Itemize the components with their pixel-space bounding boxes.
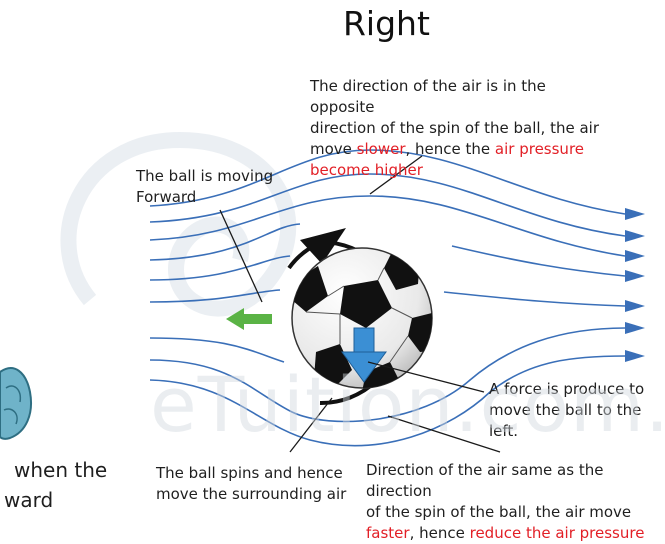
watermark-text: eTuition.com.my [150,360,665,449]
streamline-arrowhead-7 [625,350,645,362]
diagram-canvas [0,131,645,453]
streamline-7 [149,337,285,363]
spin-arrowhead [300,228,346,264]
streamline-5 [149,255,291,281]
air-streamlines [149,149,645,447]
left-caption-line-1: when the [14,458,108,482]
ball-spin-line-2: move the surrounding air [156,485,347,503]
streamline-1 [149,149,626,215]
streamline-arrowhead-4 [625,270,645,282]
upper-air-note-text: , hence the [405,140,495,158]
ball-spin-line-1: The ball spins and hence [156,464,343,482]
lower-air-note: Direction of the air same as the directi… [366,460,665,544]
lower-air-note-text: , hence [409,524,470,542]
streamline-4 [149,223,301,261]
motion-arrow-left [226,308,272,330]
streamline-3 [149,195,626,257]
ball-moving-note: The ball is moving Forward [136,166,276,208]
diagram-title: Right [343,4,430,43]
left-caption-fragment: when the ward [4,455,144,515]
streamline-2 [149,173,626,237]
streamline-9 [149,355,626,447]
ball-spin-note: The ball spins and hence move the surrou… [156,463,356,505]
upper-air-note-text: move [310,140,357,158]
streamline-arrowhead-1 [625,208,645,220]
force-note-line-2: move the ball to the left. [489,401,642,440]
force-arrow-down [341,327,387,383]
ball-moving-line-2: Forward [136,188,197,206]
become-higher-highlight: become higher [310,161,423,179]
soccer-ball [291,247,433,389]
reduce-pressure-highlight: reduce the air pressure [469,524,645,542]
upper-air-note-line-2: direction of the spin of the ball, the a… [310,119,599,137]
force-note-line-1: A force is produce to [489,380,645,398]
lower-air-note-line-1: Direction of the air same as the directi… [366,461,604,500]
streamline-11 [443,291,626,307]
slower-highlight: slower [356,140,406,158]
upper-air-note-line-3: move slower, hence the air pressure [310,139,610,160]
player-figure-fragment [0,367,32,440]
force-note: A force is produce to move the ball to t… [489,379,665,442]
upper-air-note-line-1: The direction of the air is in the oppos… [310,77,546,116]
air-pressure-highlight: air pressure [494,140,585,158]
lower-air-note-line-2: of the spin of the ball, the air move [366,503,632,521]
streamline-arrowhead-3 [625,250,645,262]
streamline-arrowhead-2 [625,230,645,242]
streamline-arrowhead-5 [625,300,645,312]
ball-moving-line-1: The ball is moving [136,167,274,185]
streamline-10 [451,245,626,277]
left-caption-line-2: ward [4,488,54,512]
upper-air-note: The direction of the air is in the oppos… [310,76,610,181]
leader-lines [219,155,501,453]
faster-highlight: faster [366,524,410,542]
streamline-arrowhead-6 [625,322,645,334]
streamline-6 [149,289,281,303]
lower-air-note-line-3: faster, hence reduce the air pressure [366,523,665,544]
streamline-8 [149,327,626,423]
